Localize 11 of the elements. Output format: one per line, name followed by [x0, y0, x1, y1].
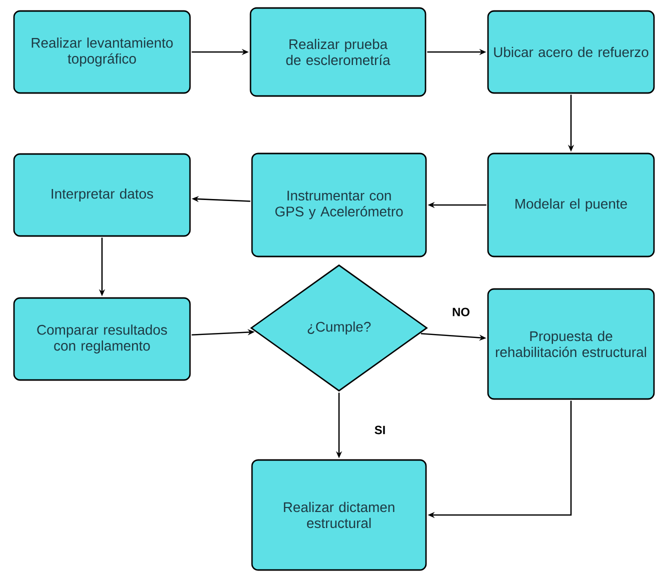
- process-box: Ubicar acero de refuerzo: [487, 10, 655, 94]
- process-box: Realizar levantamiento topográfico: [13, 10, 191, 94]
- process-box: Modelar el puente: [487, 152, 655, 258]
- process-box: Realizar prueba de esclerometría: [250, 7, 426, 97]
- edge-label: NO: [451, 306, 471, 318]
- process-box: Comparar resultados con reglamento: [13, 297, 191, 381]
- process-box: Propuesta de rehabilitación estructural: [487, 288, 655, 400]
- edge-label: SI: [373, 424, 387, 436]
- process-box: Interpretar datos: [13, 153, 191, 237]
- process-box: Instrumentar con GPS y Acelerómetro: [251, 152, 427, 258]
- process-box: Realizar dictamen estructural: [251, 459, 427, 571]
